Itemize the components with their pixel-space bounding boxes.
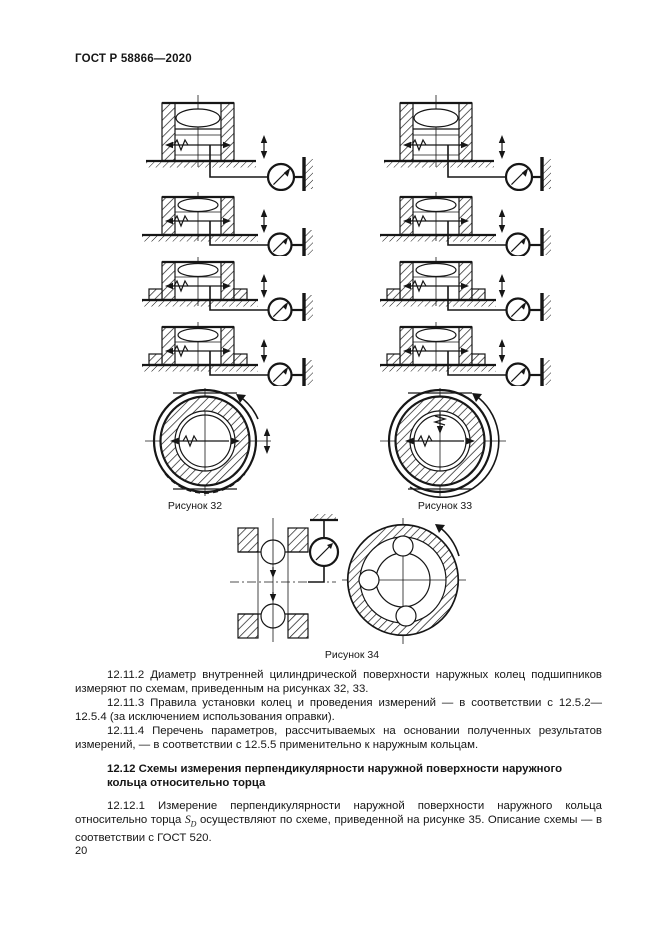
paragraph-12-11-4: 12.11.4 Перечень параметров, рассчитывае… [75,725,602,751]
fig34-plan-view [338,516,470,646]
fig32-scheme-1 [138,93,323,191]
page-number: 20 [75,845,88,857]
paragraph-12-12-1-text: осуществляют по схеме, приведенной на ри… [75,814,602,845]
fixed-support-icon [302,228,313,256]
fixed-support-icon [310,514,338,522]
dial-indicator-icon [266,162,296,191]
dial-indicator-icon [308,536,340,568]
raceway-groove [177,197,219,213]
ring-section-left [399,261,414,301]
ring-section-right [220,326,235,366]
fixed-support-icon [302,293,313,321]
fig33-scheme-2 [376,191,561,256]
fig33-scheme-4 [376,321,561,386]
ring-section-right [220,196,235,236]
fig32-scheme-2 [138,191,323,256]
ring-section-left [399,196,414,236]
ground-hatch [384,161,494,168]
fig33-caption: Рисунок 33 [417,500,473,512]
symbol-S-subscript: D [190,819,197,829]
paragraph-12-11-2: 12.11.2 Диаметр внутренней цилиндрическо… [75,669,602,695]
ground-hatch [380,235,496,242]
ground-hatch [380,365,496,372]
fig32-measurement-schemes [138,93,323,386]
dial-indicator-icon [267,232,293,256]
fig32-caption: Рисунок 32 [167,500,223,512]
ring-section-left [161,102,176,162]
ground-hatch [142,300,258,307]
ring-section-left [399,102,414,162]
fixed-support-icon [540,228,551,256]
fixed-support-icon [540,157,551,191]
dial-indicator-icon [504,162,534,191]
dial-indicator-icon [505,232,531,256]
dial-indicator-icon [505,297,531,321]
raceway-groove [175,108,221,128]
paragraph-12-12-1: 12.12.1 Измерение перпендикулярности нар… [75,799,602,845]
raceway-groove [415,327,457,343]
fig32-scheme-4 [138,321,323,386]
ring-section-right [220,261,235,301]
fig33-scheme-1 [376,93,561,191]
ring-section-right [458,261,473,301]
fig34-caption: Рисунок 34 [324,649,380,661]
fixed-support-icon [540,293,551,321]
ground-hatch [146,161,256,168]
ring-section-right [458,102,473,162]
fig33-plan-view [378,386,508,498]
symbol-S: S [184,814,191,826]
ring-section-left [161,261,176,301]
dial-indicator-icon [267,362,293,386]
raceway-groove [415,197,457,213]
ring-section-left [399,326,414,366]
dial-indicator-icon [267,297,293,321]
fixed-support-icon [302,157,313,191]
raceway-groove [415,262,457,278]
fixed-support-icon [540,358,551,386]
ball-icon [395,605,417,627]
ring-section-left [161,196,176,236]
ground-hatch [380,300,496,307]
ring-section-right [220,102,235,162]
rotation-arrow-icon [409,394,500,498]
paragraph-12-11-3: 12.11.3 Правила установки колец и провед… [75,697,602,723]
fig33-measurement-schemes [376,93,561,386]
ground-hatch [142,365,258,372]
ground-hatch [142,235,258,242]
paragraph-12-12-1-text: 12.12.1 Измерение перпендикулярности нар… [75,800,602,826]
dial-indicator-icon [505,362,531,386]
fixed-support-icon [302,358,313,386]
raceway-groove [413,108,459,128]
fig32-plan-view [143,386,273,498]
fig32-scheme-3 [138,256,323,321]
ball-icon [392,535,414,557]
fig33-scheme-3 [376,256,561,321]
raceway-groove [177,262,219,278]
ball-icon [358,569,380,591]
body-text: 12.11.2 Диаметр внутренней цилиндрическо… [75,668,602,845]
ring-section-left [161,326,176,366]
ring-section-right [458,326,473,366]
ring-section-right [458,196,473,236]
heading-12-12: 12.12 Схемы измерения перпендикулярности… [107,763,563,789]
fig34-section-view [228,512,340,644]
raceway-groove [177,327,219,343]
document-header: ГОСТ Р 58866—2020 [75,53,192,65]
